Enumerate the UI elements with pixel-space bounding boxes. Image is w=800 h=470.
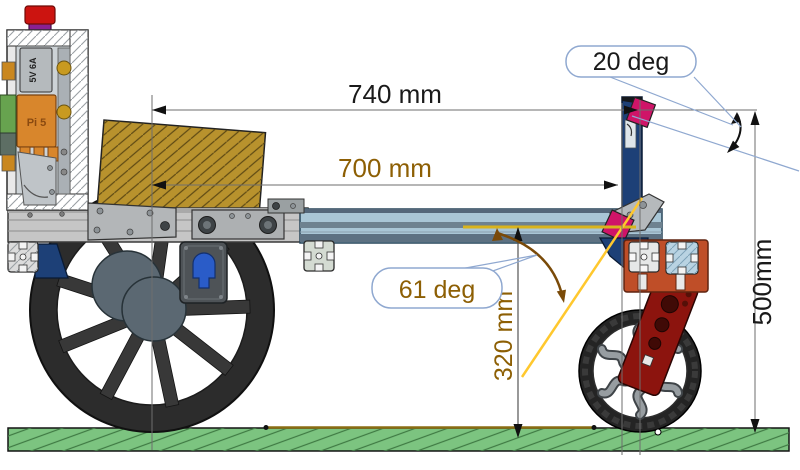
bottom-bracket	[17, 151, 57, 206]
extrusion-profile-mid	[303, 240, 335, 272]
dim-500-label: 500mm	[747, 239, 777, 326]
dimension-740: 740 mm	[152, 79, 757, 115]
angle-61: 61 deg	[371, 228, 566, 309]
dim-740-label: 740 mm	[348, 79, 442, 109]
dim-700-label: 700 mm	[338, 153, 432, 183]
raspberry-pi: Pi 5	[16, 94, 59, 162]
fan-knob	[56, 60, 72, 76]
sbc-label: Pi 5	[27, 117, 47, 129]
psu-label: 5V 6A	[28, 57, 38, 83]
payload-crate	[95, 119, 267, 234]
side-connector	[1, 61, 16, 81]
ground-plane	[7, 427, 790, 452]
fan-knob	[56, 104, 72, 120]
caster-mount	[623, 239, 709, 293]
corner-plate	[267, 198, 305, 214]
dim-320-label: 320 mm	[490, 291, 518, 381]
power-supply: 5V 6A	[19, 47, 53, 93]
extrusion-profile-left	[7, 241, 39, 273]
extrusion-profile-caster-right	[665, 241, 699, 275]
green-module	[0, 94, 17, 134]
extrusion-profile-caster-left	[628, 241, 660, 273]
callout-20deg: 20 deg	[565, 45, 697, 78]
electronics-enclosure: 5V 6A Pi 5	[0, 5, 89, 211]
motor-controller-box	[179, 241, 228, 304]
hinge-plate	[87, 202, 177, 241]
gearbox-housing	[121, 276, 187, 342]
contact-point-marker	[654, 428, 662, 436]
ground-reference-line	[263, 425, 597, 430]
angle-61-label: 61 deg	[399, 276, 475, 304]
dimension-700: 700 mm	[152, 153, 618, 190]
caster-fork	[617, 273, 699, 397]
bearing-plate	[191, 209, 285, 240]
dimension-320: 320 mm	[490, 227, 523, 438]
angle-20: 20 deg	[565, 45, 800, 172]
side-connector	[1, 154, 16, 172]
dimension-500: 500mm	[747, 111, 777, 433]
callout-61deg: 61 deg	[371, 267, 503, 309]
angle-20-label: 20 deg	[593, 48, 669, 76]
